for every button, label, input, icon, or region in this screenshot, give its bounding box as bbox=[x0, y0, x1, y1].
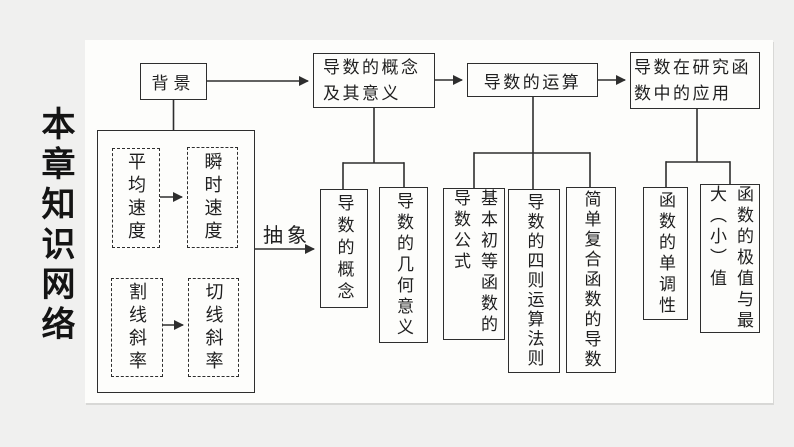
node-geometric-meaning: 导数的几何意义 bbox=[379, 187, 428, 343]
node-composite-derivatives: 简单复合函数的导数 bbox=[566, 187, 616, 373]
node-background: 背景 bbox=[140, 63, 207, 100]
background-examples-group bbox=[97, 130, 255, 393]
node-concept-and-meaning: 导数的概念及其意义 bbox=[313, 53, 435, 108]
node-operations: 导数的运算 bbox=[467, 63, 598, 97]
abstract-arrow-label: 抽象 bbox=[263, 225, 311, 247]
node-monotonicity: 函数的单调性 bbox=[643, 187, 688, 320]
flowchart-panel bbox=[85, 40, 773, 403]
node-applications: 导数在研究函数中的应用 bbox=[630, 52, 760, 109]
node-instantaneous-velocity: 瞬时速度 bbox=[187, 147, 238, 248]
node-derivative-concept: 导数的概念 bbox=[320, 189, 368, 308]
node-extrema-max-min: 函数的极值与最大（小）值 bbox=[700, 184, 760, 333]
node-average-velocity: 平均速度 bbox=[112, 148, 160, 248]
node-tangent-slope: 切线斜率 bbox=[188, 278, 239, 377]
node-basic-elementary-formulas: 基本初等函数的导数公式 bbox=[443, 188, 505, 340]
node-secant-slope: 割线斜率 bbox=[111, 278, 163, 377]
chapter-title-vertical: 本章知识网络 bbox=[36, 106, 73, 346]
node-four-operations-rules: 导数的四则运算法则 bbox=[508, 189, 560, 373]
